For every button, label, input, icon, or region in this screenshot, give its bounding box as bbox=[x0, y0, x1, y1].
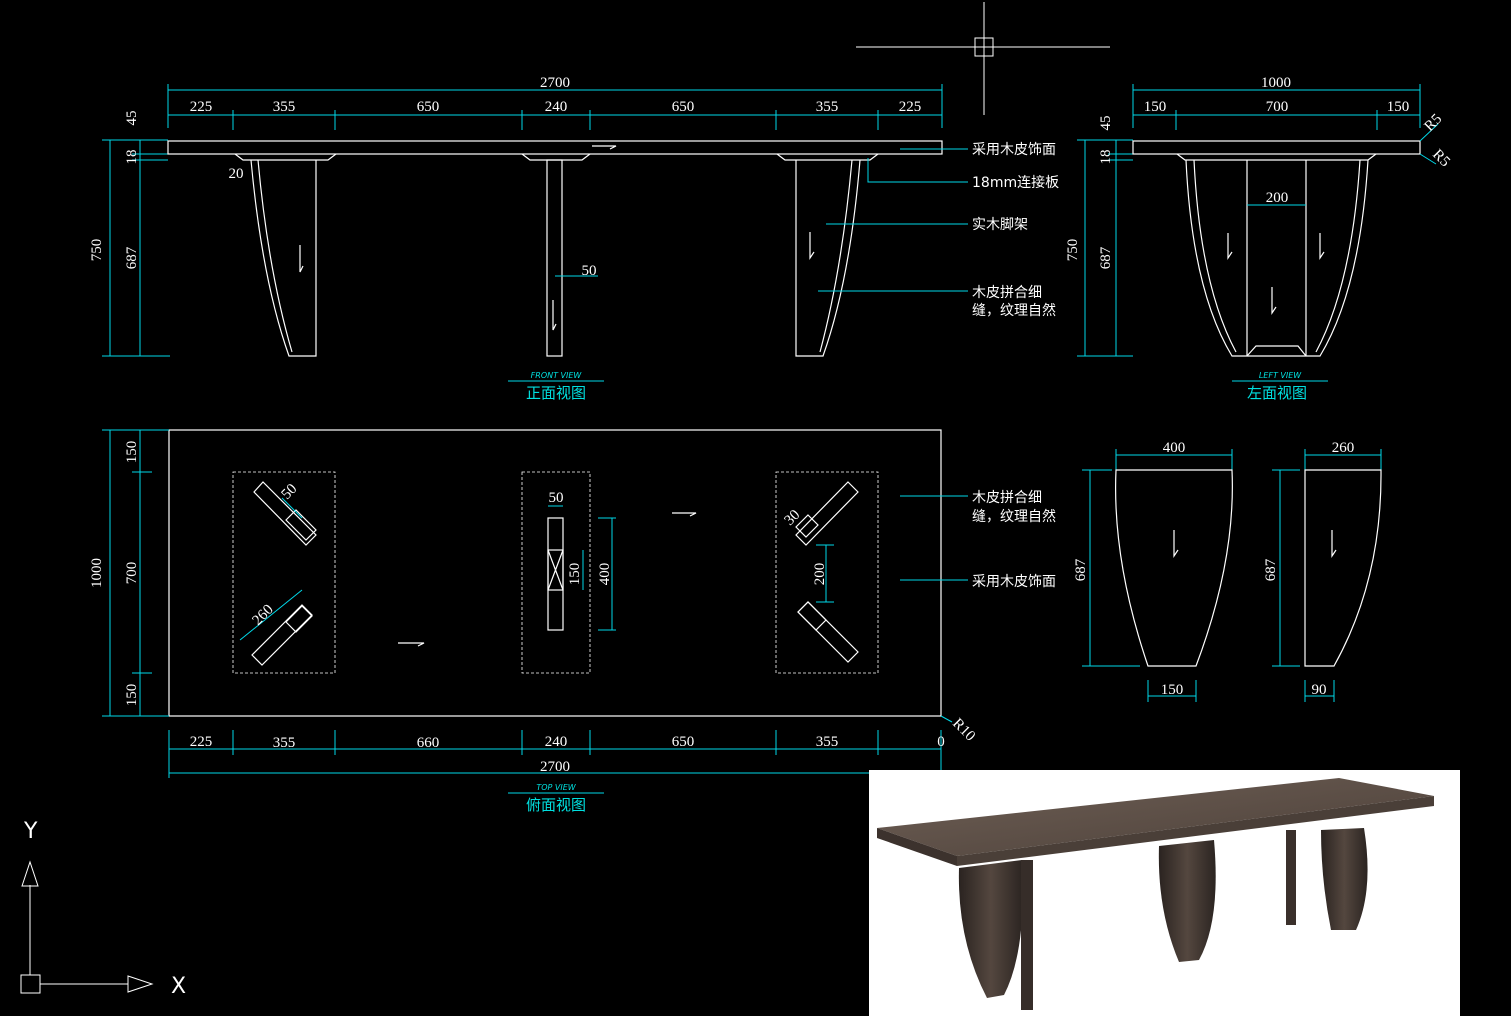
left-seg-1: 150 bbox=[1144, 99, 1167, 115]
left-seg-3: 150 bbox=[1387, 99, 1410, 115]
left-view-title-en: LEFT VIEW bbox=[1259, 371, 1302, 380]
left-r5-bottom: R5 bbox=[1429, 147, 1453, 171]
top-seg-2: 355 bbox=[273, 735, 296, 751]
leg-b-bottom-dim: 90 bbox=[1312, 682, 1327, 698]
top-inner-150: 150 bbox=[567, 563, 583, 586]
top-view-title-cn: 俯面视图 bbox=[526, 796, 586, 814]
top-view-title-en: TOP VIEW bbox=[536, 783, 576, 792]
leg-detail-a[interactable]: 400 687 150 bbox=[1073, 440, 1233, 702]
left-view-title-cn: 左面视图 bbox=[1247, 384, 1307, 402]
front-seg-7: 225 bbox=[899, 99, 922, 115]
front-seg-6: 355 bbox=[816, 99, 839, 115]
top-dim-1000: 1000 bbox=[89, 558, 105, 588]
front-dim-687: 687 bbox=[124, 246, 140, 269]
top-inner-50-mid: 50 bbox=[549, 490, 564, 506]
left-inner-200: 200 bbox=[1266, 190, 1289, 206]
top-seg-5: 650 bbox=[672, 734, 695, 750]
leg-detail-b[interactable]: 260 687 90 bbox=[1263, 440, 1382, 702]
front-dim-18: 18 bbox=[124, 150, 140, 165]
front-seg-4: 240 bbox=[545, 99, 568, 115]
top-seg-1: 225 bbox=[190, 734, 213, 750]
top-seg-4: 240 bbox=[545, 734, 568, 750]
front-note-seam-2: 缝，纹理自然 bbox=[972, 302, 1056, 319]
left-overall-dim: 1000 bbox=[1261, 75, 1291, 91]
table-render-illustration bbox=[877, 778, 1434, 1010]
front-leg-width: 50 bbox=[582, 263, 597, 279]
leg-b-height: 687 bbox=[1263, 558, 1279, 581]
front-note-legs: 实木脚架 bbox=[972, 217, 1028, 233]
front-dim-45: 45 bbox=[124, 111, 140, 126]
ucs-x-label: X bbox=[171, 974, 186, 999]
left-dim-18: 18 bbox=[1098, 150, 1114, 165]
leg-a-bottom-dim: 150 bbox=[1161, 682, 1184, 698]
top-seg-7: 0 bbox=[937, 734, 945, 750]
top-inner-200: 200 bbox=[812, 563, 828, 586]
top-inner-50-left: 50 bbox=[279, 481, 301, 503]
left-view[interactable]: 1000 150 700 150 45 18 750 687 200 R5 bbox=[1065, 75, 1453, 402]
front-dim-20: 20 bbox=[229, 166, 244, 182]
front-view-title-en: FRONT VIEW bbox=[531, 371, 583, 380]
top-corner-r10: R10 bbox=[949, 716, 978, 745]
front-overall-dim: 2700 bbox=[540, 75, 570, 91]
front-note-seam-1: 木皮拼合细 bbox=[972, 285, 1042, 301]
leg-a-top-dim: 400 bbox=[1163, 440, 1186, 456]
front-note-veneer: 采用木皮饰面 bbox=[972, 142, 1056, 158]
top-view[interactable]: 150 700 150 1000 50 260 50 150 400 bbox=[89, 429, 1056, 814]
top-overall-dim: 2700 bbox=[540, 759, 570, 775]
ucs-y-label: Y bbox=[23, 819, 38, 844]
front-view[interactable]: 2700 225 355 650 240 650 355 225 45 18 7… bbox=[89, 75, 1059, 402]
top-dim-150-bottom: 150 bbox=[124, 684, 140, 707]
top-dim-700: 700 bbox=[124, 562, 140, 585]
leg-b-top-dim: 260 bbox=[1332, 440, 1355, 456]
ucs-axis-icon: Y X bbox=[20, 819, 186, 999]
top-dim-150-top: 150 bbox=[124, 441, 140, 464]
front-note-plate: 18mm连接板 bbox=[972, 174, 1059, 191]
top-inner-30: 30 bbox=[782, 507, 804, 529]
front-seg-2: 355 bbox=[273, 99, 296, 115]
top-note-veneer: 采用木皮饰面 bbox=[972, 574, 1056, 590]
top-seg-3: 660 bbox=[417, 735, 440, 751]
table-3d-render-image bbox=[869, 770, 1460, 1016]
front-seg-3: 650 bbox=[417, 99, 440, 115]
front-dim-750: 750 bbox=[89, 239, 105, 262]
top-inner-400: 400 bbox=[597, 563, 613, 586]
left-r5-top: R5 bbox=[1422, 111, 1446, 135]
left-dim-45: 45 bbox=[1098, 116, 1114, 131]
front-seg-5: 650 bbox=[672, 99, 695, 115]
left-dim-687: 687 bbox=[1098, 246, 1114, 269]
top-seg-6: 355 bbox=[816, 734, 839, 750]
left-dim-750: 750 bbox=[1065, 239, 1081, 262]
top-note-seam-2: 缝，纹理自然 bbox=[972, 508, 1056, 525]
leg-a-height: 687 bbox=[1073, 558, 1089, 581]
top-note-seam-1: 木皮拼合细 bbox=[972, 490, 1042, 506]
crosshair-cursor-icon bbox=[856, 2, 1110, 115]
front-seg-1: 225 bbox=[190, 99, 213, 115]
front-view-title-cn: 正面视图 bbox=[526, 384, 586, 402]
left-seg-2: 700 bbox=[1266, 99, 1289, 115]
top-inner-260: 260 bbox=[250, 602, 277, 629]
